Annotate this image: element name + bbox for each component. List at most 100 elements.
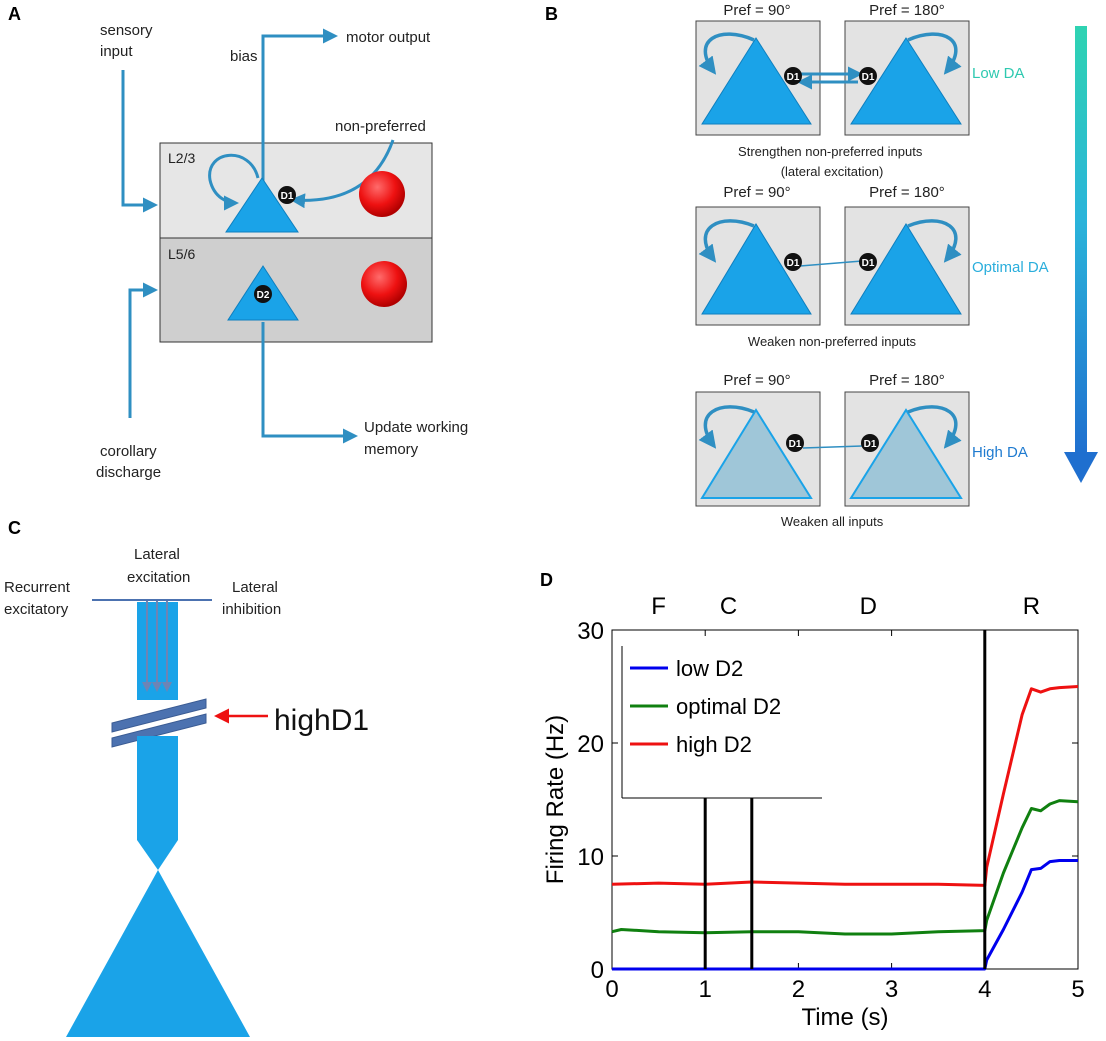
interneuron-bottom-icon	[361, 261, 407, 307]
y-tick-label: 10	[577, 844, 604, 871]
l23-pyramidal-neuron	[225, 177, 299, 233]
panel-d-label: D	[540, 570, 553, 590]
recurrent-loop-90	[698, 405, 755, 449]
high-d1-label: highD1	[274, 704, 369, 737]
d2-receptor-label: D2	[257, 290, 270, 301]
y-tick-label: 20	[577, 731, 604, 758]
pyramidal-neuron-180	[850, 37, 962, 125]
dopamine-gradient-bar	[1075, 26, 1087, 454]
series-line	[612, 859, 1078, 971]
pref-180-label: Pref = 180°	[869, 184, 945, 201]
y-tick-label: 30	[577, 618, 604, 645]
optimal-da-label: Optimal DA	[972, 259, 1049, 276]
motor-output-arrow	[261, 28, 338, 205]
faded-pyramidal-neuron-180	[849, 408, 963, 499]
high-da-caption: Weaken all inputs	[781, 514, 884, 529]
lateral-connection-thin	[799, 260, 863, 267]
d1-receptor-label: D1	[787, 72, 800, 83]
d1-receptor-icon	[859, 253, 877, 271]
d1-receptor-label: D1	[862, 72, 875, 83]
d2-receptor-icon	[254, 285, 272, 303]
panel-a: A L2/3 L5/6 sensory input bias motor out…	[8, 4, 472, 481]
recurrent-loop-90	[698, 32, 755, 75]
pref-180-label: Pref = 180°	[869, 2, 945, 19]
lateral-connection-thin	[802, 445, 863, 449]
interneuron-top-icon	[359, 171, 405, 217]
recurrent-loop-180	[907, 32, 962, 75]
low-da-label: Low DA	[972, 65, 1025, 82]
d1-receptor-icon	[784, 67, 802, 85]
lateral-excitation-label: Lateral excitation	[127, 546, 190, 586]
d1-receptor-icon	[278, 186, 296, 204]
non-preferred-label: non-preferred	[335, 118, 426, 135]
pref-90-label: Pref = 90°	[723, 184, 790, 201]
epoch-label: R	[1023, 593, 1040, 620]
panel-c-label: C	[8, 518, 21, 538]
panel-b-label: B	[545, 4, 558, 24]
x-tick-label: 1	[699, 976, 712, 1003]
y-tick-label: 0	[591, 957, 604, 984]
optimal-da-caption: Weaken non-preferred inputs	[748, 334, 917, 349]
pref-90-label: Pref = 90°	[723, 2, 790, 19]
legend-entry: optimal D2	[676, 694, 781, 719]
x-tick-label: 3	[885, 976, 898, 1003]
d1-receptor-label: D1	[862, 258, 875, 269]
pyramidal-neuron-90	[701, 223, 812, 315]
layer-l56-label: L5/6	[168, 246, 195, 262]
b-row-low-da: Pref = 90° Pref = 180° D1 D1 Low DA Stre…	[695, 2, 1025, 179]
corollary-discharge-label: corollary discharge	[96, 443, 161, 481]
d1-receptor-icon	[784, 253, 802, 271]
legend-box	[622, 646, 822, 798]
d1-receptor-icon	[786, 434, 804, 452]
d1-receptor-label: D1	[787, 258, 800, 269]
x-tick-label: 0	[605, 976, 618, 1003]
pref-180-label: Pref = 180°	[869, 372, 945, 389]
bias-label: bias	[230, 48, 258, 65]
motor-output-label: motor output	[346, 29, 431, 46]
faded-pyramidal-neuron-90	[700, 408, 813, 499]
legend-entry: high D2	[676, 732, 752, 757]
x-tick-label: 5	[1071, 976, 1084, 1003]
y-axis-label: Firing Rate (Hz)	[542, 715, 569, 884]
pyramidal-neuron-180	[850, 223, 962, 315]
recurrent-loop-arrow	[208, 153, 260, 211]
x-tick-label: 2	[792, 976, 805, 1003]
b-row-optimal-da: Pref = 90° Pref = 180° D1 D1 Optimal DA …	[695, 184, 1049, 349]
recurrent-loop-90	[698, 219, 755, 263]
panel-a-label: A	[8, 4, 21, 24]
sensory-input-arrow	[121, 70, 158, 213]
non-preferred-arrow	[290, 139, 395, 209]
d1-receptor-icon	[859, 67, 877, 85]
series-line	[611, 799, 1079, 936]
apical-dendrite-lower	[137, 736, 178, 870]
corollary-discharge-arrow	[128, 282, 158, 418]
pref-90-label: Pref = 90°	[723, 372, 790, 389]
layer-l23-label: L2/3	[168, 150, 195, 166]
epoch-label: C	[720, 593, 737, 620]
recurrent-loop-180	[907, 405, 962, 449]
low-da-caption: Strengthen non-preferred inputs (lateral…	[738, 144, 926, 179]
dopamine-gradient-arrowhead	[1064, 452, 1098, 483]
update-working-memory-label: Update working memory	[364, 419, 472, 458]
update-working-memory-arrow	[261, 322, 358, 444]
lateral-inhibition-label: Lateral inhibition	[222, 579, 282, 618]
d1-receptor-label: D1	[864, 439, 877, 450]
dendrite-break-mark-1	[111, 698, 207, 733]
pyramidal-neuron-90	[701, 37, 812, 125]
epoch-label: D	[860, 593, 877, 620]
x-tick-label: 4	[978, 976, 991, 1003]
dendrite-break-mark-2	[111, 713, 207, 748]
sensory-input-label: sensory input	[100, 22, 157, 60]
high-da-label: High DA	[972, 444, 1028, 461]
panel-c: C Lateral excitation Recurrent excitator…	[4, 518, 369, 1037]
x-axis-label: Time (s)	[801, 1004, 888, 1031]
d1-receptor-icon	[861, 434, 879, 452]
pyramidal-soma	[66, 870, 250, 1037]
epoch-label: F	[651, 593, 666, 620]
d1-receptor-label: D1	[789, 439, 802, 450]
d1-receptor-label: D1	[281, 191, 294, 202]
recurrent-excitatory-label: Recurrent excitatory	[4, 579, 74, 618]
